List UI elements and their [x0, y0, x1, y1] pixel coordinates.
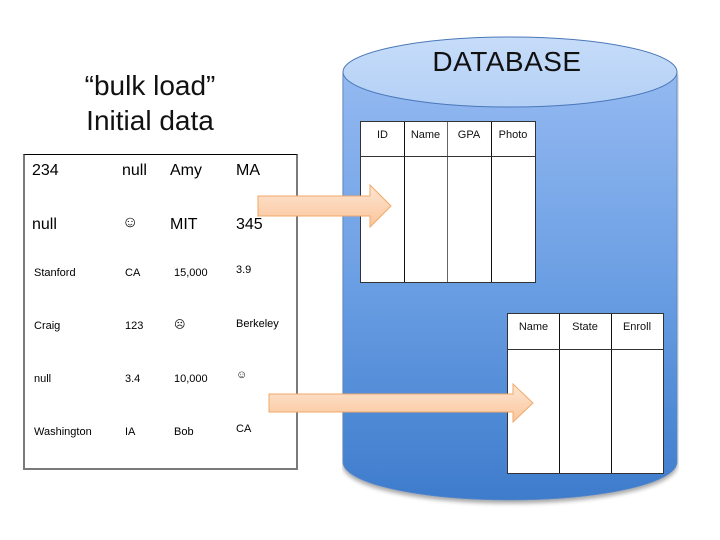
source-cell: 3.4: [125, 373, 141, 385]
column-header: Name: [410, 129, 441, 141]
table-column: [491, 122, 492, 282]
source-cell: Washington: [34, 426, 92, 438]
table-column: [447, 122, 448, 282]
header-divider: [361, 156, 535, 157]
source-cell: 10,000: [174, 373, 208, 385]
source-cell: Amy: [170, 162, 202, 179]
source-cell: 3.9: [236, 264, 252, 276]
frown-icon: ☹: [174, 319, 186, 331]
column-header: State: [572, 321, 598, 333]
source-cell: Berkeley: [236, 318, 279, 330]
source-cell: CA: [125, 267, 141, 279]
column-header: Name: [518, 321, 549, 333]
smiley-icon: ☺: [122, 214, 139, 231]
source-cell: Stanford: [34, 267, 76, 279]
title-line-1: “bulk load”: [84, 70, 216, 101]
source-cell: 234: [32, 162, 59, 179]
database-label: DATABASE: [432, 46, 582, 77]
arrow-to-students-table: [257, 183, 392, 229]
column-header: Enroll: [622, 321, 652, 333]
source-cell: Bob: [174, 426, 194, 438]
table-column: [559, 314, 560, 473]
source-cell: MIT: [170, 216, 198, 233]
source-cell: MA: [236, 162, 260, 179]
db-table-students: ID Name GPA Photo: [360, 121, 536, 283]
source-cell: CA: [236, 423, 252, 435]
column-header: Photo: [498, 129, 528, 141]
cylinder-top: [342, 36, 678, 108]
source-cell: null: [122, 162, 147, 179]
column-header: ID: [377, 129, 388, 141]
table-column: [611, 314, 612, 473]
source-cell: 123: [125, 320, 144, 332]
arrow-to-colleges-table: [268, 382, 534, 424]
initial-data-box: 234 null Amy MA null ☺ MIT 345 Stanford …: [23, 154, 298, 470]
header-divider: [508, 349, 663, 350]
table-column: [404, 122, 405, 282]
source-cell: null: [34, 373, 52, 385]
source-cell: 345: [236, 216, 263, 233]
bulk-load-title: “bulk load” Initial data: [40, 68, 260, 138]
source-cell: IA: [125, 426, 136, 438]
source-cell: null: [32, 216, 57, 233]
source-cell: Craig: [34, 320, 61, 332]
smiley-icon: ☺: [236, 369, 248, 381]
source-cell: 15,000: [174, 267, 208, 279]
column-header: GPA: [457, 129, 481, 141]
title-line-2: Initial data: [86, 105, 214, 136]
